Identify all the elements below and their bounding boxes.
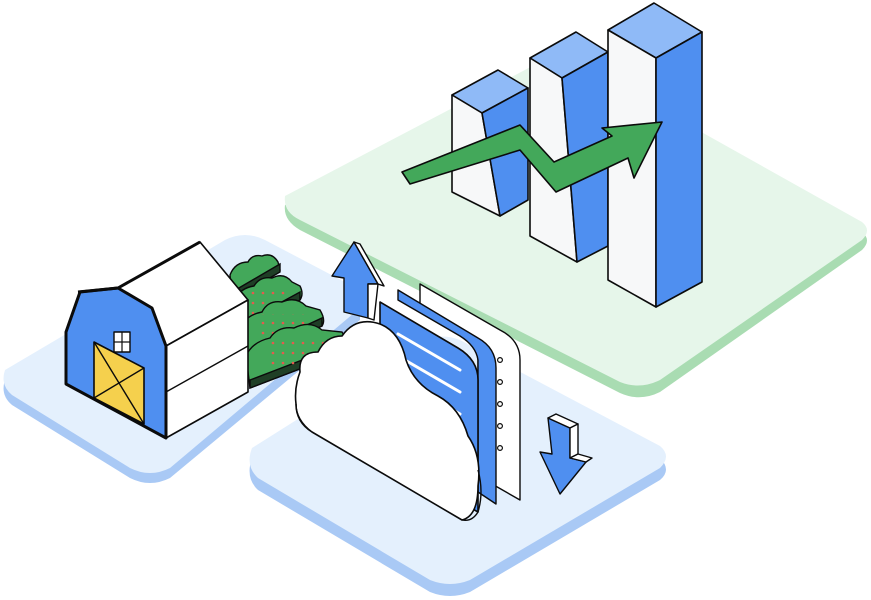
barn-door: [93, 341, 145, 425]
chart-bar: [529, 31, 609, 263]
barn-window: [113, 331, 131, 353]
upload-arrow-icon: [331, 241, 385, 321]
barn-icon: [64, 240, 249, 440]
trend-arrow-icon: [401, 121, 663, 193]
download-arrow-icon: [539, 413, 593, 495]
cloud-icon: [294, 320, 482, 522]
document-rings: [497, 357, 504, 452]
crop-rows-icon: [229, 254, 348, 390]
